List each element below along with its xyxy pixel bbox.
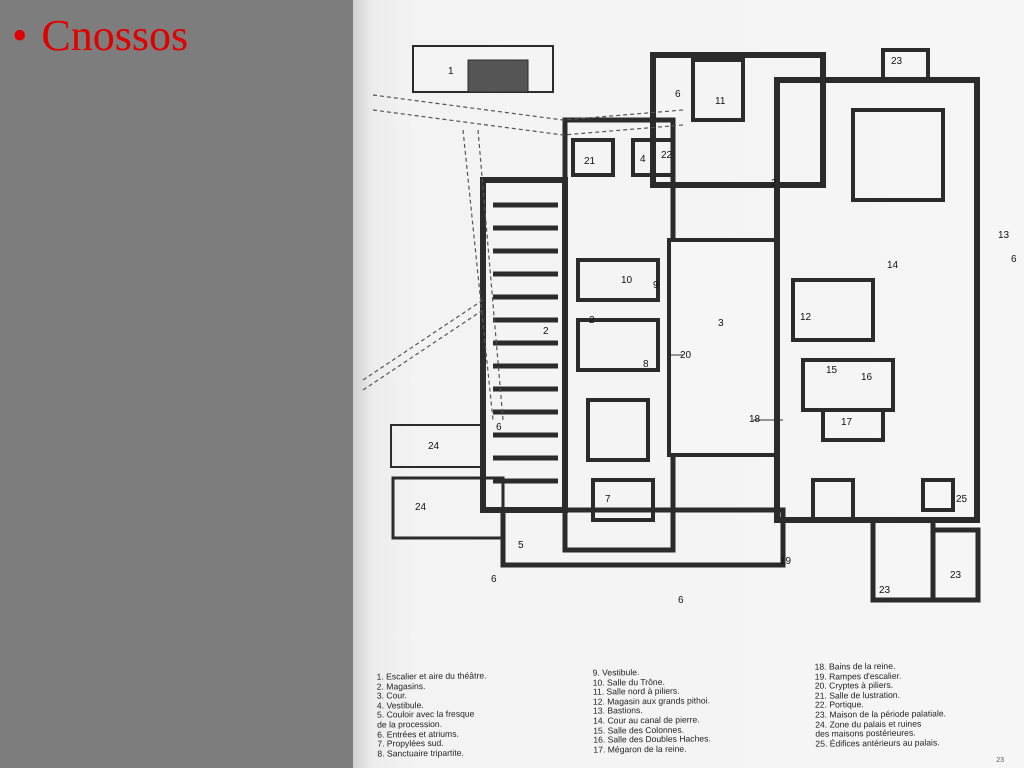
label-11: 11 — [715, 96, 726, 107]
plan-legend: 1. Escalier et aire du théâtre. 2. Magas… — [353, 660, 1024, 768]
label-4: 4 — [640, 154, 646, 165]
plan-north-wing — [650, 52, 826, 188]
legend-column-1: 1. Escalier et aire du théâtre. 2. Magas… — [377, 670, 488, 759]
label-15: 15 — [826, 365, 838, 376]
page-number: 23 — [996, 757, 1004, 765]
label-21: 21 — [584, 156, 596, 167]
label-2a: 2 — [543, 326, 549, 337]
label-6a: 6 — [675, 89, 681, 100]
plan-labels: 1 2 2 2 3 4 5 6 6 6 6 6 7 8 9 10 11 12 1… — [415, 56, 1017, 606]
legend-item: 25. Édifices antérieurs au palais. — [815, 737, 940, 749]
label-5: 5 — [518, 540, 524, 551]
plan-zone-24a — [390, 424, 482, 468]
label-18: 18 — [749, 414, 761, 425]
plan-central-court — [667, 238, 779, 457]
label-6d: 6 — [678, 595, 684, 606]
legend-item: 8. Sanctuaire tripartite. — [377, 747, 464, 759]
label-13: 13 — [998, 230, 1010, 241]
label-16: 16 — [861, 372, 873, 383]
label-10: 10 — [621, 275, 633, 286]
label-24b: 24 — [415, 502, 427, 513]
label-8: 8 — [643, 359, 649, 370]
label-14: 14 — [887, 260, 899, 271]
plan-paths — [362, 94, 684, 421]
slide-title: • Cnossos — [12, 10, 188, 62]
plan-zone-24b — [391, 476, 505, 540]
plan-inner-walls — [571, 58, 955, 522]
label-24a: 24 — [428, 441, 440, 452]
title-bullet: • — [12, 11, 28, 60]
plan-east-wing — [774, 77, 980, 523]
title-text: Cnossos — [41, 11, 189, 60]
plan-magazine-stripes — [493, 202, 558, 484]
scanned-page: 1 2 2 2 3 4 5 6 6 6 6 6 7 8 9 10 11 12 1… — [353, 0, 1024, 768]
label-6b: 6 — [496, 422, 502, 433]
label-2c: 2 — [771, 178, 777, 189]
label-12: 12 — [800, 312, 812, 323]
label-1: 1 — [448, 66, 454, 77]
plan-house-23c — [881, 48, 930, 82]
label-22: 22 — [661, 150, 673, 161]
legend-item: 17. Mégaron de la reine. — [593, 743, 687, 755]
label-23a: 23 — [891, 56, 903, 67]
legend-column-2: 9. Vestibule. 10. Salle du Trône. 11. Sa… — [593, 667, 711, 755]
plan-house-23b — [930, 527, 981, 603]
plan-theatre-steps — [467, 59, 529, 93]
label-23b: 23 — [879, 585, 891, 596]
label-17: 17 — [841, 417, 853, 428]
label-9: 9 — [653, 280, 659, 291]
label-20: 20 — [680, 350, 692, 361]
label-19: 19 — [780, 556, 792, 567]
label-6e: 6 — [1011, 254, 1017, 265]
label-3: 3 — [718, 318, 724, 329]
label-6c: 6 — [491, 574, 497, 585]
label-2b: 2 — [589, 315, 595, 326]
label-25: 25 — [956, 494, 968, 505]
palace-floor-plan: 1 2 2 2 3 4 5 6 6 6 6 6 7 8 9 10 11 12 1… — [362, 45, 1017, 606]
label-7: 7 — [605, 494, 611, 505]
legend-column-3: 18. Bains de la reine. 19. Rampes d'esca… — [815, 661, 947, 749]
label-23c: 23 — [950, 570, 962, 581]
